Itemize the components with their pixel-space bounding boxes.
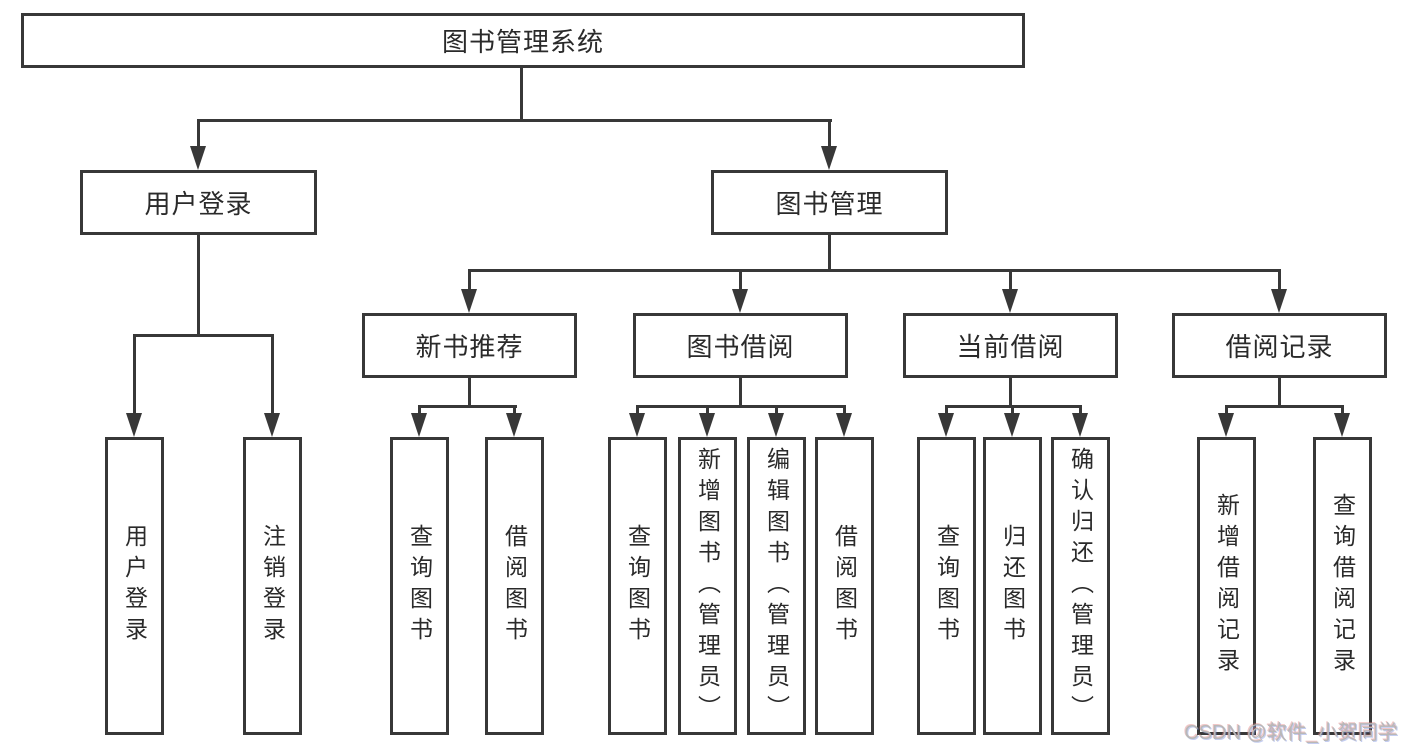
- node-label: 借阅图书: [501, 524, 528, 648]
- node-label: 确认归还（管理员）: [1067, 446, 1094, 726]
- node-label: 查询图书: [406, 524, 433, 648]
- node-book-management: 图书管理: [711, 170, 948, 235]
- connector-current-stub: [1009, 376, 1012, 406]
- node-borrow-books-recommend: 借阅图书: [485, 437, 544, 735]
- connector-borrowing-stub: [739, 376, 742, 406]
- node-label: 查询借阅记录: [1329, 493, 1356, 679]
- node-user-login: 用户登录: [80, 170, 317, 235]
- arrow-down-icon: [699, 413, 715, 437]
- connector-recommend-stub: [468, 376, 471, 406]
- connector-arrow-shaft: [843, 405, 846, 415]
- connector-arrow-shaft: [197, 119, 200, 149]
- arrow-down-icon: [732, 289, 748, 313]
- node-label: 归还图书: [999, 524, 1026, 648]
- connector-arrow-shaft: [133, 334, 136, 416]
- arrow-down-icon: [836, 413, 852, 437]
- node-query-books-current: 查询图书: [917, 437, 976, 735]
- arrow-down-icon: [1072, 413, 1088, 437]
- arrow-down-icon: [938, 413, 954, 437]
- connector-user-login-stub: [197, 233, 200, 335]
- node-label: 借阅图书: [831, 524, 858, 648]
- arrow-down-icon: [1271, 289, 1287, 313]
- connector-arrow-shaft: [468, 269, 471, 292]
- node-query-books-borrowing: 查询图书: [608, 437, 667, 735]
- connector-arrow-shaft: [271, 334, 274, 416]
- connector-arrow-shaft: [636, 405, 639, 415]
- arrow-down-icon: [506, 413, 522, 437]
- connector-arrow-shaft: [1009, 269, 1012, 292]
- connector-book-management-branch: [468, 269, 1281, 272]
- node-borrowing-records: 借阅记录: [1172, 313, 1387, 378]
- node-add-books-admin: 新增图书（管理员）: [678, 437, 737, 735]
- arrow-down-icon: [264, 413, 280, 437]
- node-label: 当前借阅: [956, 332, 1065, 362]
- node-borrow-books-borrowing: 借阅图书: [815, 437, 874, 735]
- node-label: 图书管理系统: [441, 27, 604, 57]
- connector-arrow-shaft: [706, 405, 709, 415]
- node-label: 查询图书: [624, 524, 651, 648]
- arrow-down-icon: [1218, 413, 1234, 437]
- node-confirm-return-admin: 确认归还（管理员）: [1051, 437, 1110, 735]
- node-book-management-system: 图书管理系统: [21, 13, 1025, 68]
- node-label: 用户登录: [121, 524, 148, 648]
- csdn-watermark: CSDN @软件_小贺同学: [1184, 722, 1398, 744]
- connector-user-login-branch: [133, 334, 274, 337]
- connector-arrow-shaft: [828, 119, 831, 149]
- arrow-down-icon: [126, 413, 142, 437]
- node-user-login-leaf: 用户登录: [105, 437, 164, 735]
- node-label: 图书借阅: [686, 332, 795, 362]
- node-label: 新书推荐: [415, 332, 524, 362]
- node-label: 图书管理: [775, 189, 884, 219]
- node-query-books-recommend: 查询图书: [390, 437, 449, 735]
- arrow-down-icon: [1334, 413, 1350, 437]
- node-book-borrowing: 图书借阅: [633, 313, 848, 378]
- node-edit-books-admin: 编辑图书（管理员）: [747, 437, 806, 735]
- node-label: 编辑图书（管理员）: [763, 446, 790, 726]
- node-label: 新增图书（管理员）: [694, 446, 721, 726]
- connector-arrow-shaft: [739, 269, 742, 292]
- connector-arrow-shaft: [1079, 405, 1082, 415]
- arrow-down-icon: [1002, 289, 1018, 313]
- node-query-borrow-record: 查询借阅记录: [1313, 437, 1372, 735]
- connector-book-management-stub: [828, 233, 831, 270]
- arrow-down-icon: [1004, 413, 1020, 437]
- arrow-down-icon: [821, 146, 837, 170]
- connector-borrowing-branch: [636, 405, 846, 408]
- node-label: 借阅记录: [1225, 332, 1334, 362]
- connector-records-branch: [1225, 405, 1344, 408]
- connector-recommend-branch: [418, 405, 517, 408]
- node-new-book-recommend: 新书推荐: [362, 313, 577, 378]
- connector-arrow-shaft: [945, 405, 948, 415]
- connector-root-branch: [197, 119, 832, 122]
- arrow-down-icon: [768, 413, 784, 437]
- connector-root-stub: [520, 66, 523, 120]
- arrow-down-icon: [190, 146, 206, 170]
- node-add-borrow-record: 新增借阅记录: [1197, 437, 1256, 735]
- connector-arrow-shaft: [1011, 405, 1014, 415]
- node-return-books: 归还图书: [983, 437, 1042, 735]
- arrow-down-icon: [629, 413, 645, 437]
- node-current-borrowing: 当前借阅: [903, 313, 1118, 378]
- connector-arrow-shaft: [1341, 405, 1344, 415]
- connector-arrow-shaft: [1225, 405, 1228, 415]
- connector-arrow-shaft: [1278, 269, 1281, 292]
- node-label: 新增借阅记录: [1213, 493, 1240, 679]
- arrow-down-icon: [411, 413, 427, 437]
- node-label: 注销登录: [259, 524, 286, 648]
- connector-arrow-shaft: [418, 405, 421, 415]
- node-logout: 注销登录: [243, 437, 302, 735]
- node-label: 用户登录: [144, 189, 253, 219]
- node-label: 查询图书: [933, 524, 960, 648]
- arrow-down-icon: [461, 289, 477, 313]
- connector-records-stub: [1278, 376, 1281, 406]
- connector-arrow-shaft: [513, 405, 516, 415]
- connector-arrow-shaft: [775, 405, 778, 415]
